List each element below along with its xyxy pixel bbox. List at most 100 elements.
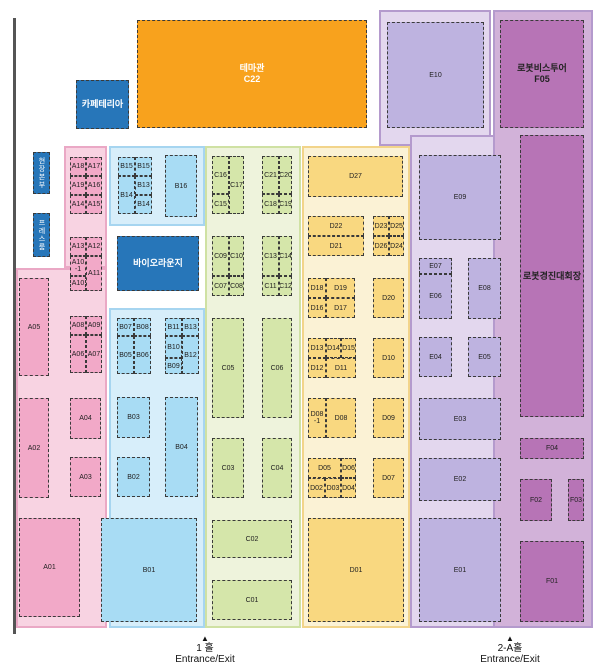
booth-b12[interactable]: B12 (182, 336, 199, 374)
booth-f03[interactable]: F03 (568, 479, 584, 521)
booth-d21[interactable]: D21 (308, 236, 364, 256)
booth-c22[interactable]: 테마관 C22 (137, 20, 367, 128)
booth-c01[interactable]: C01 (212, 580, 292, 620)
booth-d14[interactable]: D14 (326, 338, 341, 358)
booth-d01[interactable]: D01 (308, 518, 404, 622)
booth-a07[interactable]: A07 (86, 335, 102, 373)
entrance-hall-2a[interactable]: ▲ 2-A홀 Entrance/Exit (465, 634, 555, 665)
booth-e08[interactable]: E08 (468, 258, 501, 319)
booth-c21[interactable]: C21 (262, 156, 279, 194)
booth-b11[interactable]: B11 (165, 318, 182, 336)
booth-a16[interactable]: A16 (86, 176, 102, 195)
booth-d03[interactable]: D03 (325, 478, 341, 498)
booth-b05[interactable]: B05 (117, 336, 134, 374)
booth-d22[interactable]: D22 (308, 216, 364, 236)
booth-a01[interactable]: A01 (19, 518, 80, 617)
booth-d17[interactable]: D17 (326, 298, 355, 318)
booth-e03[interactable]: E03 (419, 398, 501, 440)
booth-d23[interactable]: D23 (373, 216, 389, 236)
booth-d16[interactable]: D16 (308, 298, 326, 318)
booth-d18[interactable]: D18 (308, 278, 326, 298)
booth-a10[interactable]: A10 (70, 276, 86, 291)
booth-c10[interactable]: C10 (229, 236, 244, 276)
booth-d09[interactable]: D09 (373, 398, 404, 438)
booth-f04[interactable]: F04 (520, 438, 584, 459)
booth-d08-1[interactable]: D08 -1 (308, 398, 326, 438)
booth-b04[interactable]: B04 (165, 397, 198, 497)
booth-b14a[interactable]: B14 (118, 176, 135, 214)
booth-a13[interactable]: A13 (70, 237, 86, 256)
booth-b08[interactable]: B08 (134, 318, 151, 336)
booth-c04[interactable]: C04 (262, 438, 292, 498)
booth-d06[interactable]: D06 (341, 458, 356, 478)
booth-d15[interactable]: D15 (341, 338, 356, 358)
booth-d20[interactable]: D20 (373, 278, 404, 318)
booth-hq[interactable]: 현장본부 (33, 152, 50, 194)
booth-d19[interactable]: D19 (326, 278, 355, 298)
booth-c08[interactable]: C08 (229, 276, 244, 296)
booth-a04[interactable]: A04 (70, 398, 101, 439)
booth-e06[interactable]: E06 (419, 274, 452, 319)
booth-a06[interactable]: A06 (70, 335, 86, 373)
booth-a08[interactable]: A08 (70, 316, 86, 335)
booth-b07[interactable]: B07 (117, 318, 134, 336)
booth-d02[interactable]: D02 (308, 478, 325, 498)
booth-c13[interactable]: C13 (262, 236, 279, 276)
booth-bio[interactable]: 바이오라운지 (117, 236, 199, 291)
booth-a10-1[interactable]: A10 -1 (70, 256, 86, 276)
booth-a09[interactable]: A09 (86, 316, 102, 335)
booth-b13a[interactable]: B13 (135, 176, 152, 195)
booth-d10[interactable]: D10 (373, 338, 404, 378)
booth-c11[interactable]: C11 (262, 276, 279, 296)
booth-d07[interactable]: D07 (373, 458, 404, 498)
booth-d13[interactable]: D13 (308, 338, 326, 358)
booth-c14[interactable]: C14 (279, 236, 292, 276)
booth-press[interactable]: 프레스룸 (33, 213, 50, 257)
booth-b15a[interactable]: B15 (118, 157, 135, 176)
booth-e02[interactable]: E02 (419, 458, 501, 501)
booth-b01[interactable]: B01 (101, 518, 197, 622)
booth-d25[interactable]: D25 (389, 216, 404, 236)
booth-e09[interactable]: E09 (419, 155, 501, 240)
booth-f05[interactable]: 로봇비스투어 F05 (500, 20, 584, 128)
booth-c16[interactable]: C16 (212, 156, 229, 194)
booth-c17[interactable]: C17 (229, 156, 244, 214)
booth-a19[interactable]: A19 (70, 176, 86, 195)
booth-b15b[interactable]: B15 (135, 157, 152, 176)
booth-e04[interactable]: E04 (419, 337, 452, 377)
booth-d08[interactable]: D08 (326, 398, 356, 438)
booth-c09[interactable]: C09 (212, 236, 229, 276)
booth-d11[interactable]: D11 (326, 358, 356, 378)
booth-a14[interactable]: A14 (70, 195, 86, 214)
booth-a03[interactable]: A03 (70, 457, 101, 497)
booth-a15[interactable]: A15 (86, 195, 102, 214)
booth-c05[interactable]: C05 (212, 318, 244, 418)
booth-c20[interactable]: C20 (279, 156, 292, 194)
booth-cafe[interactable]: 카페테리아 (76, 80, 129, 129)
booth-b03[interactable]: B03 (117, 397, 150, 438)
booth-robot[interactable]: 로봇경진대회장 (520, 135, 584, 417)
booth-b14b[interactable]: B14 (135, 195, 152, 214)
booth-a11[interactable]: A11 (86, 256, 102, 291)
booth-f02[interactable]: F02 (520, 479, 552, 521)
booth-c18[interactable]: C18 (262, 194, 279, 214)
booth-b02[interactable]: B02 (117, 457, 150, 497)
booth-c02[interactable]: C02 (212, 520, 292, 558)
booth-c06[interactable]: C06 (262, 318, 292, 418)
booth-b16[interactable]: B16 (165, 155, 197, 217)
booth-d24[interactable]: D24 (389, 236, 404, 256)
booth-e07[interactable]: E07 (419, 258, 452, 274)
booth-c07[interactable]: C07 (212, 276, 229, 296)
booth-c19[interactable]: C19 (279, 194, 292, 214)
booth-c15[interactable]: C15 (212, 194, 229, 214)
booth-b13[interactable]: B13 (182, 318, 199, 336)
booth-c12[interactable]: C12 (279, 276, 292, 296)
booth-c03[interactable]: C03 (212, 438, 244, 498)
booth-b10[interactable]: B10 (165, 336, 182, 358)
booth-a18[interactable]: A18 (70, 157, 86, 176)
booth-d27[interactable]: D27 (308, 156, 403, 197)
entrance-hall-1[interactable]: ▲ 1 홀 Entrance/Exit (160, 634, 250, 665)
booth-a12[interactable]: A12 (86, 237, 102, 256)
booth-a05[interactable]: A05 (19, 278, 49, 376)
booth-e10[interactable]: E10 (387, 22, 484, 128)
